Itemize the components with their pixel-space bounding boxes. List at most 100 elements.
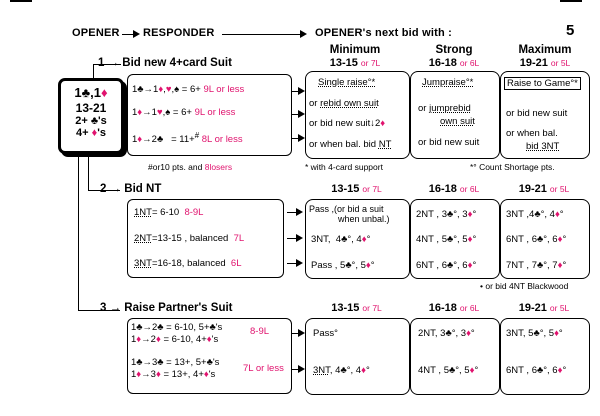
s3-arrowhead-2	[298, 365, 305, 373]
s1-max-4: bid 3NT	[526, 141, 560, 152]
s2-r1-min: Pass ,(or bid a suit	[309, 204, 384, 214]
s2-arrowhead-2	[296, 234, 303, 242]
s1-min-2: or rebid own suit	[309, 98, 379, 109]
s2-r1-max: 3NT ,4♣°, 4♦°	[506, 209, 564, 220]
col-min-range: 13-15 or 7L	[329, 57, 381, 69]
s3-col-c: 19-21 or 5L	[518, 302, 570, 314]
top-right-rule	[560, 0, 582, 2]
s2-r2-min: 3NT, 4♣°, 4♦°	[311, 234, 371, 245]
s2-col-a: 13-15 or 7L	[331, 183, 382, 195]
s2-arrow-2	[287, 238, 299, 239]
opening-diamonds: 4+ ♦'s	[76, 127, 106, 139]
s2-r2-strong: 4NT , 5♣°, 5♦°	[416, 234, 477, 245]
col-strong-range: 16-18 or 6L	[428, 57, 480, 69]
s3-col-a: 13-15 or 7L	[331, 302, 382, 314]
s1-note-deg: *° Count Shortage pts.	[470, 162, 555, 172]
s1-arrow-2	[291, 114, 301, 115]
s2-arrow-1	[287, 212, 299, 213]
section1-bid-box	[127, 74, 292, 156]
s3-row2b: 1♦→3♦ = 13+, 4+♦'s	[131, 369, 216, 380]
s1-min-1: Single raise°*	[318, 77, 376, 88]
s1-strong-3: own suit	[440, 116, 475, 127]
s2-row2: 2NT=13-15 , balanced 7L	[134, 233, 245, 244]
s1-arrow-1	[291, 91, 301, 92]
s3-row2-pts: 7L or less	[243, 363, 284, 374]
s3-row1-pts: 8-9L	[250, 326, 270, 337]
header-arrow-1	[122, 34, 136, 35]
s1-arrowhead-1	[298, 87, 305, 95]
s2-r3-strong: 6NT , 6♣°, 6♦°	[416, 260, 477, 271]
s1-max-3: or when bal.	[506, 128, 558, 139]
page-number: 5	[566, 22, 575, 39]
s1-arrow-3	[291, 138, 301, 139]
s1-strong-2: or jumprebid	[418, 103, 471, 114]
s3-arrowhead-1	[298, 329, 305, 337]
col-strong: Strong	[435, 44, 473, 56]
section3-bid-box	[127, 318, 292, 394]
s3-arrow-2	[291, 369, 301, 370]
header-next-bid: OPENER's next bid with :	[315, 27, 452, 39]
s1-strong-4: or bid new suit	[418, 137, 480, 148]
s1-note-star: * with 4-card support	[305, 162, 383, 172]
opening-range: 13-21	[75, 101, 107, 115]
s2-r1-strong: 2NT , 3♣°, 3♦°	[416, 209, 477, 220]
s2-r3-max: 7NT , 7♣°, 7♦°	[506, 260, 567, 271]
s1-row2: 1♦→1♥,♠ = 6+ 9L or less	[132, 107, 236, 118]
header-arrow-2	[222, 34, 302, 35]
tree-line-3	[78, 151, 79, 311]
s3-r1-max: 3NT, 5♣°, 5♦°	[506, 328, 563, 339]
s3-row2a: 1♣→3♣ = 13+, 5+♣'s	[131, 357, 220, 368]
col-max-range: 19-21 or 5L	[519, 57, 571, 69]
s1-arrowhead-2	[298, 110, 305, 118]
s1-min-3: or bid new suit↓2♦	[309, 118, 386, 129]
tree-line-h1	[93, 64, 121, 65]
s2-note: • or bid 4NT Blackwood	[480, 281, 569, 291]
s1-min-4: or when bal. bid NT	[309, 139, 392, 150]
s2-col-c: 19-21 or 5L	[518, 183, 570, 195]
s2-r3-min: Pass , 5♣°, 5♦°	[311, 260, 375, 271]
section3-title: 3 → Raise Partner's Suit	[100, 302, 233, 314]
opening-clubs: 2+ ♣'s	[75, 115, 107, 127]
s1-strong-1: Jumpraise°*	[422, 77, 474, 88]
header-arrowhead-2	[300, 30, 307, 38]
s2-row1: 1NT= 6-10 8-9L	[134, 207, 204, 218]
s3-col-b: 16-18 or 6L	[428, 302, 480, 314]
s3-row1a: 1♣→2♣ = 6-10, 5+♣'s	[131, 322, 223, 333]
s3-r2-strong: 4NT , 5♣°, 5♦°	[418, 365, 479, 376]
header-arrowhead-1	[133, 30, 140, 38]
header-opener: OPENER	[72, 27, 120, 39]
s1-row1: 1♣→1♦,♥,♠ = 6+ 9L or less	[132, 84, 245, 95]
s1-max-2: or bid new suit	[506, 108, 568, 119]
s2-strong-box	[410, 199, 500, 279]
s2-r2-max: 6NT , 6♣°, 6♦°	[506, 234, 567, 245]
s1-strong-box	[410, 71, 500, 159]
s2-min-box	[305, 199, 410, 279]
section2-title: 2 → Bid NT	[100, 183, 162, 195]
col-maximum: Maximum	[518, 44, 572, 56]
s1-min-box	[305, 71, 410, 159]
s1-max-1: Raise to Game°*	[504, 77, 581, 90]
s3-row1b: 1♦→2♦ = 6-10, 4+♦'s	[131, 334, 219, 345]
s3-r1-strong: 2NT, 3♣°, 3♦°	[418, 328, 475, 339]
s2-row3: 3NT=16-18, balanced 6L	[134, 258, 242, 269]
s3-r1-min: Pass°	[313, 328, 338, 339]
s3-r2-min: 3NT, 4♣°, 4♦°	[313, 365, 370, 376]
s2-arrowhead-1	[296, 208, 303, 216]
s3-max-box	[500, 318, 590, 395]
tree-line-1	[93, 64, 94, 78]
s1-max-box	[500, 71, 590, 159]
s3-r2-max: 6NT , 6♣°, 6♦°	[506, 365, 567, 376]
s2-arrow-3	[287, 263, 299, 264]
section2-bid-box	[127, 199, 284, 278]
tree-line-h2	[88, 190, 120, 191]
s1-row3: 1♦→2♣ = 11+# 8L or less	[132, 131, 243, 146]
section1-title: 1 → Bid new 4+card Suit	[98, 57, 232, 69]
header-responder: RESPONDER	[143, 27, 215, 39]
s2-r1-min2: when unbal.)	[338, 214, 390, 224]
s1-footnote: #or10 pts. and 8losers	[148, 162, 233, 172]
s3-strong-box	[410, 318, 500, 395]
s3-min-box	[305, 318, 410, 395]
s2-col-b: 16-18 or 6L	[428, 183, 480, 195]
s2-max-box	[500, 199, 590, 279]
opening-card: 1♣,1♦ 13-21 2+ ♣'s 4+ ♦'s	[58, 78, 124, 154]
